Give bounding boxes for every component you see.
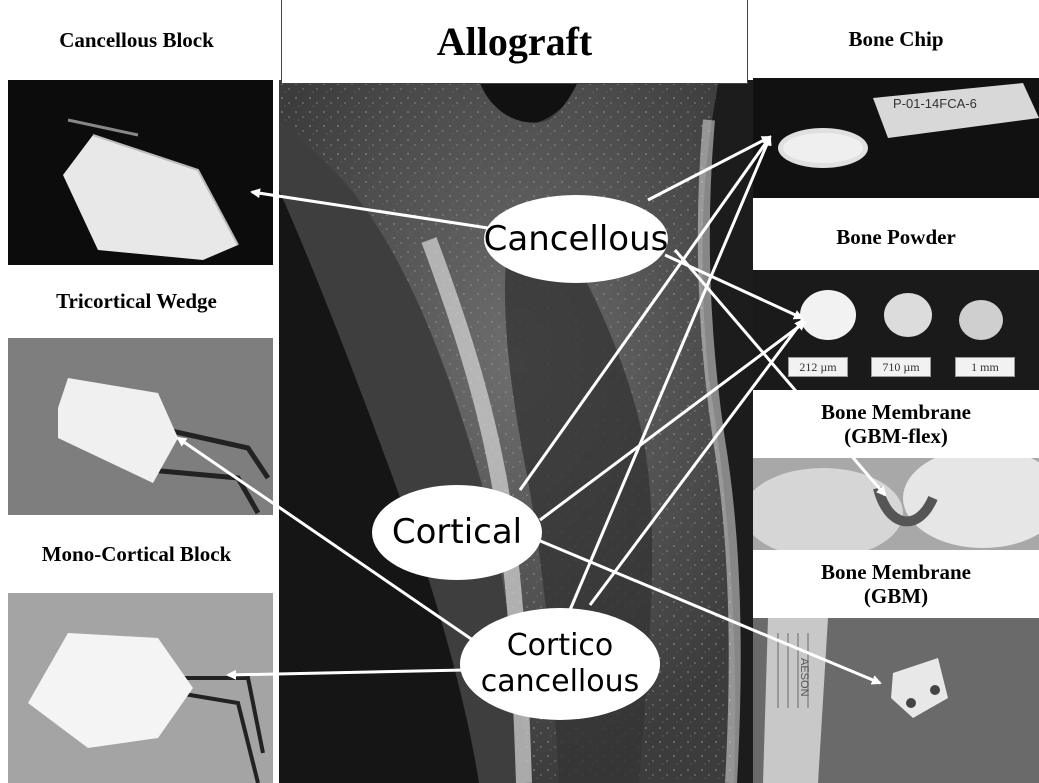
arrow-cortical-to-bone-powder (540, 322, 805, 520)
arrow-cortico-to-bone-powder (590, 320, 803, 605)
arrow-cancellous-to-cancellous-block (252, 192, 488, 228)
arrow-cortical-to-bone-chip (520, 137, 770, 490)
oval-cortico-cancellous: Cortico cancellous (460, 608, 660, 720)
oval-cortical: Cortical (372, 485, 542, 580)
arrow-cortico-to-mono-cortical-block (228, 670, 465, 675)
arrow-cancellous-to-bone-chip (648, 137, 770, 200)
oval-cancellous: Cancellous (484, 195, 668, 283)
